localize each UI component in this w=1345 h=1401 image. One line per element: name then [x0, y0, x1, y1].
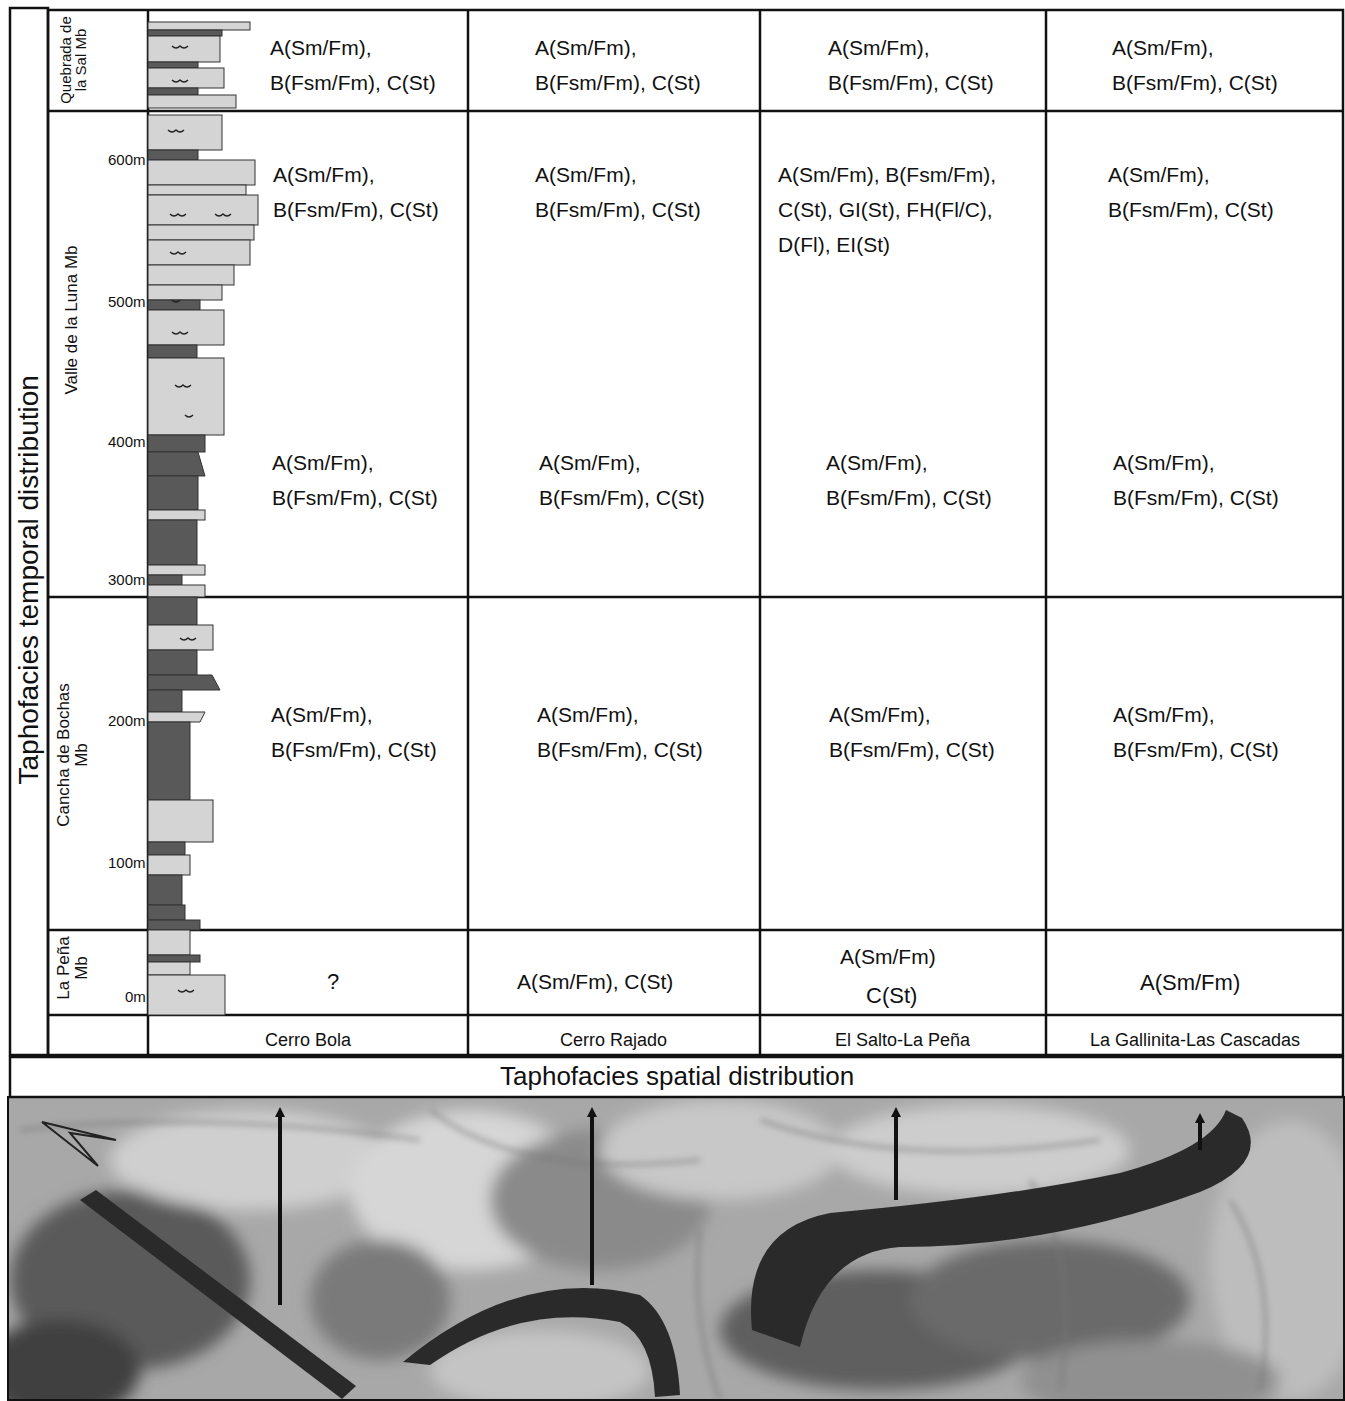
depth-mark: 400m — [108, 434, 146, 451]
taphofacies-cell: A(Sm/Fm), B(Fsm/Fm), C(St) — [273, 157, 478, 227]
depth-mark: 300m — [108, 572, 146, 589]
taphofacies-cell: A(Sm/Fm) — [1140, 970, 1240, 996]
outcrop-band — [80, 1190, 356, 1399]
taphofacies-cell: ? — [327, 969, 339, 995]
axis-title: Taphofacies temporal distribution — [12, 130, 46, 1030]
depth-mark: 0m — [125, 989, 146, 1006]
taphofacies-cell: A(Sm/Fm), B(Fsm/Fm), C(St) — [272, 445, 477, 515]
taphofacies-cell: A(Sm/Fm), B(Fsm/Fm), C(St) — [1112, 30, 1317, 100]
taphofacies-cell: A(Sm/Fm), B(Fsm/Fm), C(St) — [1113, 697, 1318, 767]
depth-mark: 200m — [108, 713, 146, 730]
locality-name: Cerro Bola — [265, 1030, 351, 1052]
taphofacies-cell: A(Sm/Fm), B(Fsm/Fm), C(St) — [271, 697, 476, 767]
taphofacies-cell: C(St) — [866, 983, 917, 1009]
taphofacies-cell: A(Sm/Fm), B(Fsm/Fm), C(St) — [1113, 445, 1318, 515]
member-name: Cancha de Bochas Mb — [55, 678, 91, 833]
depth-mark: 500m — [108, 294, 146, 311]
locality-name: La Gallinita-Las Cascadas — [1090, 1030, 1300, 1052]
taphofacies-cell: A(Sm/Fm) — [840, 944, 936, 969]
locality-name: Cerro Rajado — [560, 1030, 667, 1052]
outcrop-band — [751, 1110, 1251, 1347]
taphofacies-cell: A(Sm/Fm), B(Fsm/Fm), C(St) — [537, 697, 742, 767]
member-name: Quebrada de la Sal Mb — [58, 12, 88, 108]
section-arrow — [280, 1112, 1200, 1305]
outcrop-band — [403, 1288, 680, 1397]
band-title: Taphofacies spatial distribution — [500, 1061, 854, 1092]
stratigraphic-column — [148, 22, 258, 1015]
depth-mark: 100m — [108, 855, 146, 872]
taphofacies-cell: A(Sm/Fm), B(Fsm/Fm), C(St) — [539, 445, 744, 515]
taphofacies-cell: A(Sm/Fm), B(Fsm/Fm), C(St) — [826, 445, 1031, 515]
taphofacies-cell: A(Sm/Fm), B(Fsm/Fm), C(St) — [270, 30, 475, 100]
taphofacies-cell: A(Sm/Fm), C(St) — [517, 969, 673, 994]
taphofacies-cell: A(Sm/Fm), B(Fsm/Fm), C(St) — [535, 30, 740, 100]
depth-mark: 600m — [108, 152, 146, 169]
north-arrow — [42, 1122, 116, 1166]
taphofacies-cell: A(Sm/Fm), B(Fsm/Fm), C(St) — [535, 157, 740, 227]
satellite-image — [8, 1097, 1345, 1401]
cross-bedding-symbol — [168, 46, 231, 992]
member-name: Valle de la Luna Mb — [63, 245, 81, 395]
taphofacies-cell: A(Sm/Fm), B(Fsm/Fm), C(St) — [1108, 157, 1313, 227]
taphofacies-cell: A(Sm/Fm), B(Fsm/Fm), C(St), GI(St), FH(F… — [778, 157, 1046, 262]
member-name: La Peña Mb — [55, 931, 91, 1006]
taphofacies-cell: A(Sm/Fm), B(Fsm/Fm), C(St) — [829, 697, 1034, 767]
locality-name: El Salto-La Peña — [835, 1030, 970, 1052]
table-grid — [10, 8, 1343, 1097]
taphofacies-cell: A(Sm/Fm), B(Fsm/Fm), C(St) — [828, 30, 1033, 100]
